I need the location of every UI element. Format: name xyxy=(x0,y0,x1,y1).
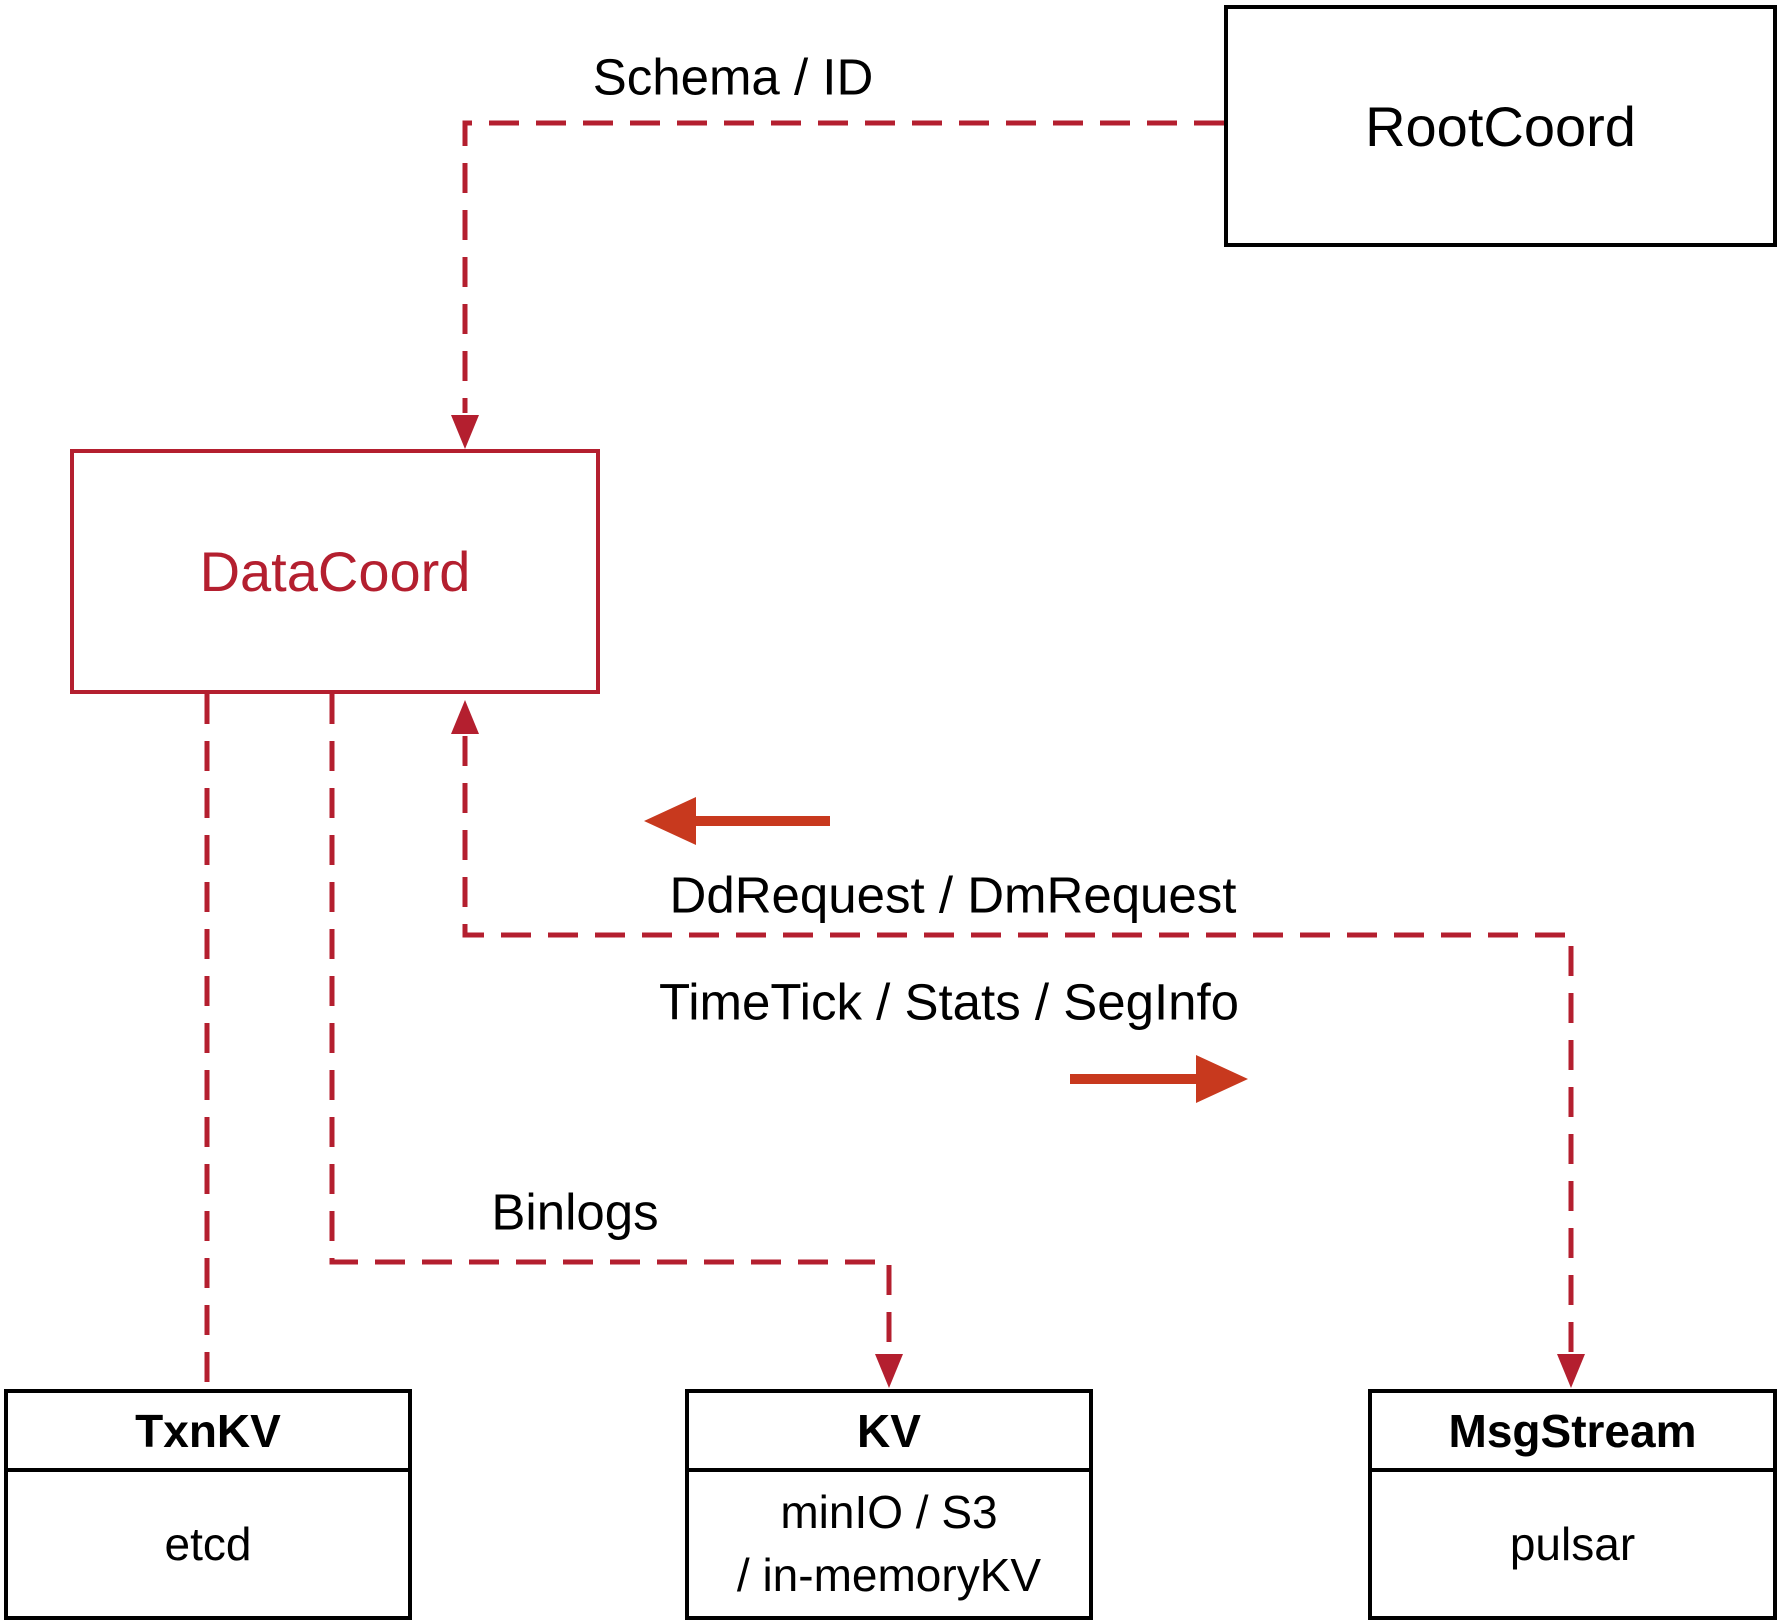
edge-label-schema-id: Schema / ID xyxy=(592,48,874,106)
kv-body-line-1: minIO / S3 xyxy=(780,1486,998,1538)
kv-title: KV xyxy=(689,1393,1089,1472)
edge-schema-id-line xyxy=(462,120,1224,413)
txnkv-body-label: etcd xyxy=(164,1517,252,1570)
msgstream-title: MsgStream xyxy=(1372,1393,1773,1472)
msgstream-node: MsgStream pulsar xyxy=(1368,1389,1777,1620)
direction-arrow-left-icon xyxy=(644,797,830,845)
edge-label-timetick-stats-seginfo: TimeTick / Stats / SegInfo xyxy=(658,973,1240,1031)
kv-node: KV minIO / S3 / in-memoryKV xyxy=(685,1389,1093,1620)
kv-body-line-2: / in-memoryKV xyxy=(736,1549,1042,1601)
edge-datacoord-msgstream-line xyxy=(462,736,1574,1352)
txnkv-title: TxnKV xyxy=(8,1393,408,1472)
rootcoord-label: RootCoord xyxy=(1365,94,1636,158)
txnkv-node: TxnKV etcd xyxy=(4,1389,412,1620)
arrowhead-down-into-datacoord-top-icon xyxy=(451,415,479,449)
arrowhead-up-into-datacoord-bottom-icon xyxy=(451,700,479,734)
rootcoord-node: RootCoord xyxy=(1224,5,1777,247)
msgstream-body-label: pulsar xyxy=(1509,1517,1636,1570)
direction-arrow-right-icon xyxy=(1070,1055,1248,1103)
datacoord-label: DataCoord xyxy=(199,540,471,603)
edge-binlogs-line xyxy=(329,694,892,1352)
datacoord-node: DataCoord xyxy=(70,449,600,694)
edge-label-dd-dm-request: DdRequest / DmRequest xyxy=(669,866,1237,924)
arrowhead-down-into-kv-top-icon xyxy=(875,1354,903,1388)
edge-label-binlogs: Binlogs xyxy=(491,1183,659,1241)
arrowhead-down-into-msgstream-top-icon xyxy=(1557,1354,1585,1388)
